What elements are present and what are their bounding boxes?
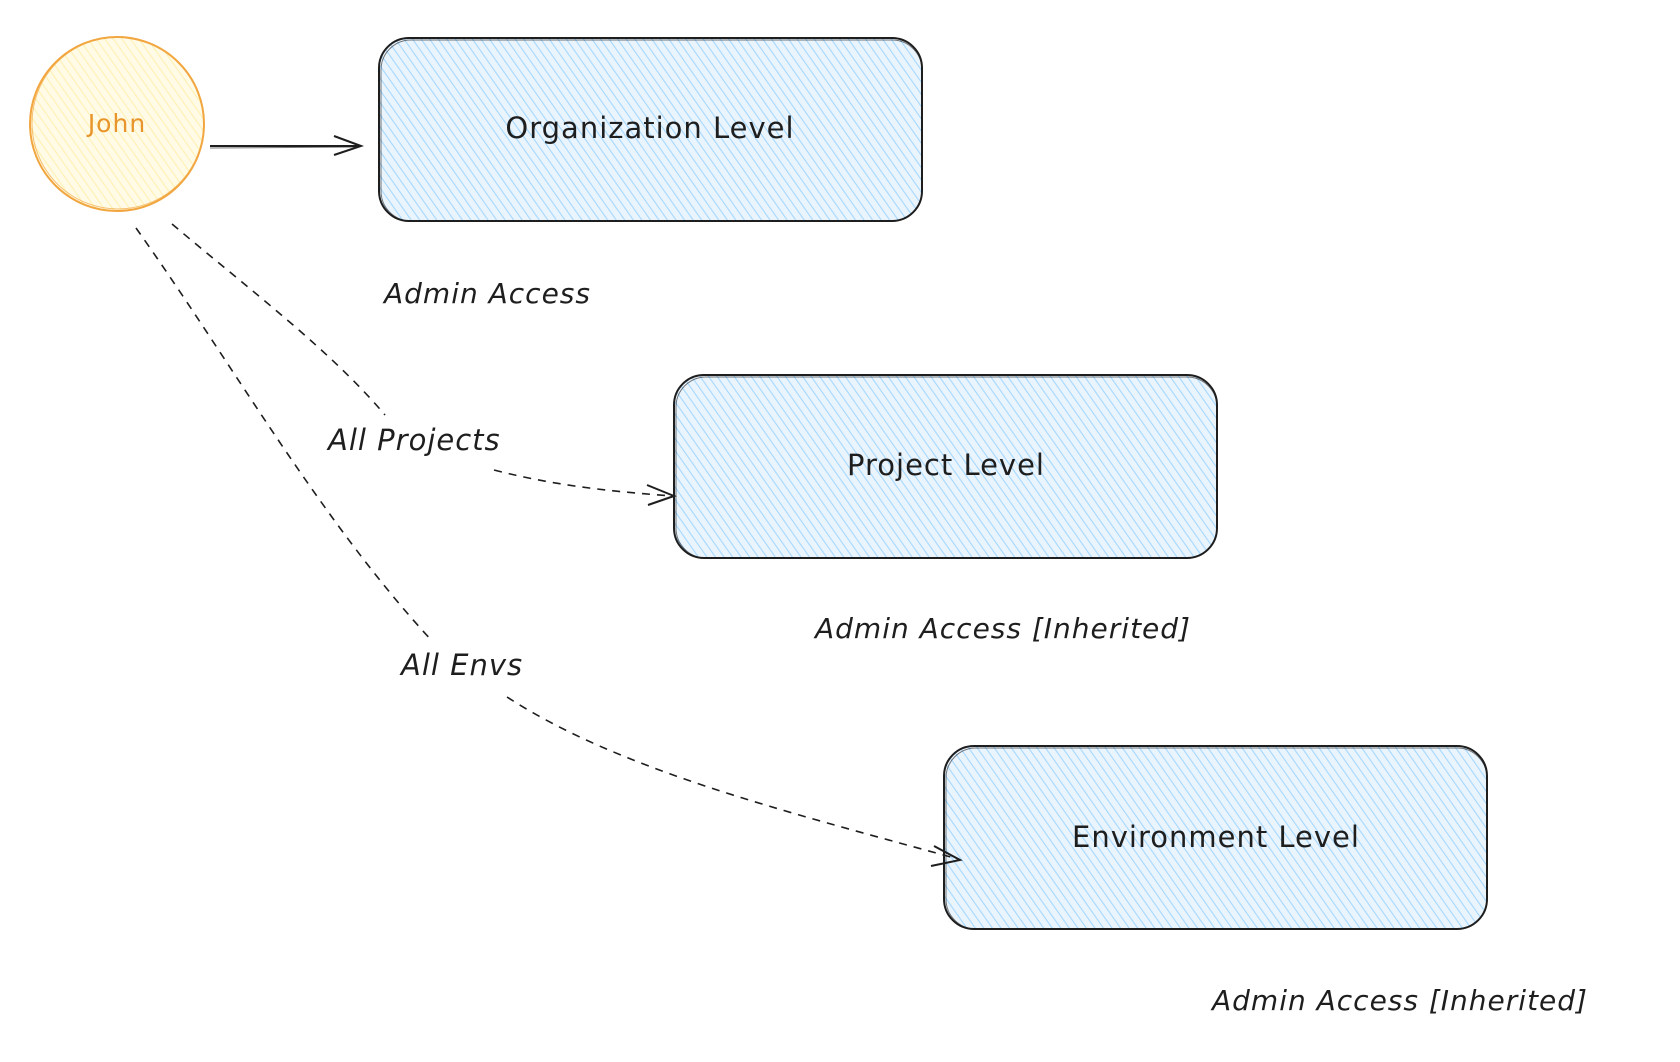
user-node-john[interactable]: John xyxy=(29,36,205,212)
user-name-label: John xyxy=(86,109,146,138)
project-access-caption: Admin Access [Inherited] xyxy=(813,612,1191,645)
project-level-label: Project Level xyxy=(847,448,1045,482)
edge-label-all-projects: All Projects xyxy=(326,423,501,457)
environment-level-label: Environment Level xyxy=(1072,820,1360,854)
arrow-john-to-project xyxy=(171,223,677,506)
dashed-line-lower xyxy=(493,469,673,497)
dashed-line-upper xyxy=(135,227,434,643)
edge-label-all-envs: All Envs xyxy=(399,648,523,682)
organization-level-node[interactable]: Organization Level xyxy=(378,37,923,222)
arrow-line-sketch xyxy=(209,146,360,149)
organization-access-caption: Admin Access xyxy=(382,277,591,310)
user-circle-sketch xyxy=(31,36,205,210)
dashed-line-lower xyxy=(506,696,959,860)
organization-level-box-sketch xyxy=(380,39,923,222)
environment-access-caption: Admin Access [Inherited] xyxy=(1210,984,1588,1017)
arrowhead-icon xyxy=(930,845,963,867)
environment-level-box-sketch xyxy=(945,747,1488,930)
arrow-john-to-environment xyxy=(135,227,963,867)
arrow-john-to-organization xyxy=(209,135,365,156)
project-level-node[interactable]: Project Level xyxy=(673,374,1218,559)
dashed-line-upper xyxy=(171,223,386,416)
organization-level-label: Organization Level xyxy=(505,111,794,145)
project-level-box-sketch xyxy=(675,376,1218,559)
arrowhead-icon xyxy=(646,484,677,506)
environment-level-node[interactable]: Environment Level xyxy=(943,745,1488,930)
arrowhead-icon xyxy=(333,135,365,156)
